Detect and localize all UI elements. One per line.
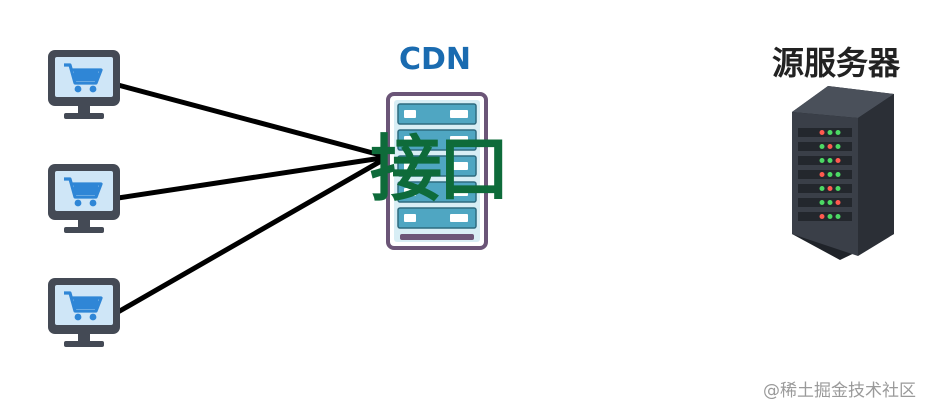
cdn-server-rack-icon (386, 92, 488, 250)
shopping-cart-monitor-icon (48, 50, 120, 119)
cdn-label: CDN (399, 42, 472, 77)
connector-line-1 (115, 82, 391, 160)
connector-line-2 (115, 154, 391, 201)
origin-server-tower-icon (792, 86, 894, 260)
connectors (115, 82, 391, 315)
shopping-cart-monitor-icon (48, 164, 120, 233)
interface-label: 接口 (370, 127, 510, 211)
client-computer-2 (48, 164, 120, 233)
client-computer-3 (48, 278, 120, 347)
shopping-cart-monitor-icon (48, 278, 120, 347)
connector-line-3 (115, 154, 391, 315)
watermark: @稀土掘金技术社区 (763, 381, 916, 401)
origin-server-label: 源服务器 (772, 44, 901, 82)
client-computer-1 (48, 50, 120, 119)
